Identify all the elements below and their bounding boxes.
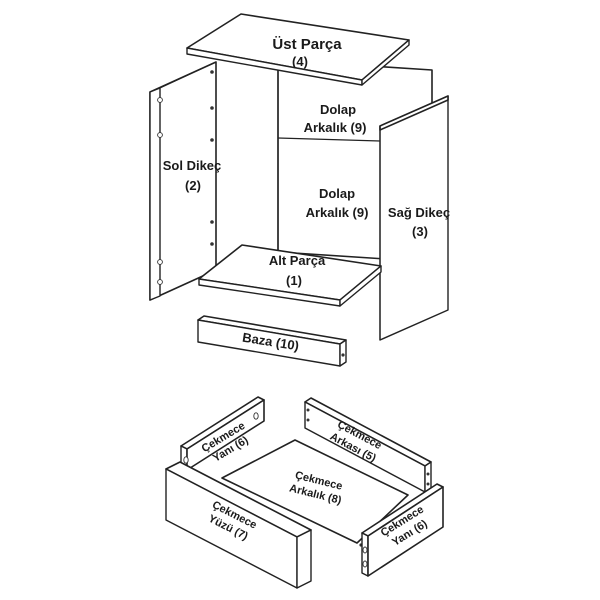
base-plinth	[197, 315, 347, 367]
bottom-panel-number: (1)	[286, 273, 302, 288]
bottom-panel	[198, 244, 382, 307]
top-panel-name: Üst Parça	[272, 36, 342, 53]
dowel-hole-icon	[183, 456, 189, 464]
back-lower-number: Arkalık (9)	[306, 205, 369, 220]
right-panel-number: (3)	[412, 224, 428, 239]
back-upper-name: Dolap	[320, 102, 356, 117]
right-panel-name: Sağ Dikeç	[388, 205, 450, 220]
top-panel	[186, 13, 410, 86]
drawer-right-side-panel	[361, 483, 444, 577]
dowel-hole-icon	[157, 97, 163, 103]
dowel-hole-icon	[362, 560, 368, 568]
dowel-hole-icon	[362, 546, 368, 554]
dowel-hole-icon	[253, 412, 259, 420]
left-panel-number: (2)	[185, 178, 201, 193]
drawer-front-panel	[165, 461, 312, 589]
dowel-hole-icon	[157, 132, 163, 138]
back-upper-number: Arkalık (9)	[304, 120, 367, 135]
dowel-hole-icon	[157, 259, 163, 265]
left-side-panel	[149, 61, 217, 301]
back-lower-name: Dolap	[319, 186, 355, 201]
top-panel-number: (4)	[292, 54, 308, 69]
dowel-hole-icon	[157, 279, 163, 285]
bottom-panel-name: Alt Parça	[269, 253, 326, 268]
drawer-back-panel	[304, 397, 432, 493]
right-side-panel	[379, 95, 449, 341]
left-panel-name: Sol Dikeç	[163, 158, 222, 173]
